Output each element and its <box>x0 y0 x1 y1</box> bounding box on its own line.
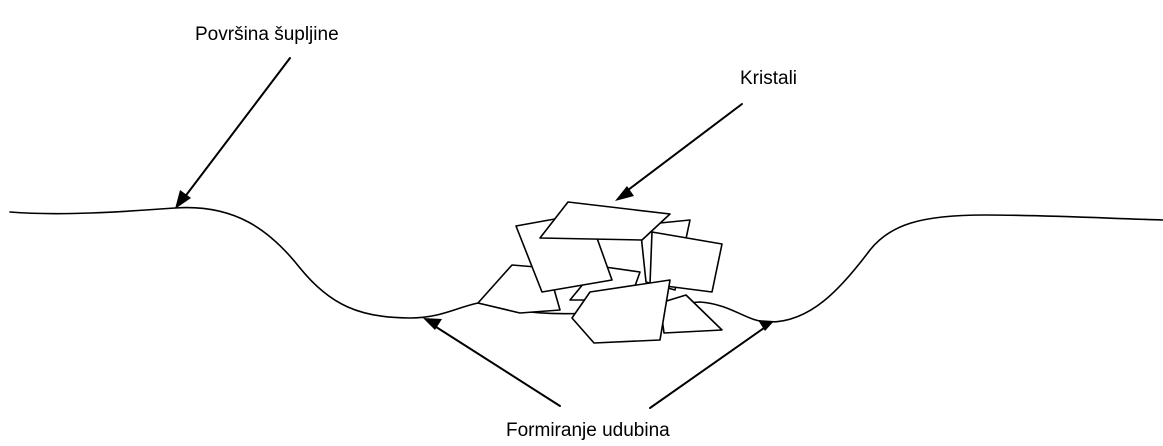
arrow-crystals <box>623 103 743 194</box>
arrowhead-pit-right <box>758 320 774 331</box>
arrowhead-surface <box>175 190 191 209</box>
label-pit-formation: Formiranje udubina <box>506 420 670 441</box>
arrowhead-pit-left <box>423 318 442 330</box>
arrow-pit-right <box>649 327 765 409</box>
label-cavity-surface: Površina šupljine <box>195 24 339 45</box>
label-crystals: Kristali <box>740 68 797 89</box>
crystal-right-rect <box>649 231 723 293</box>
crystal-base-right <box>659 294 723 334</box>
arrowhead-crystals <box>615 186 634 201</box>
arrow-pit-left <box>432 324 561 407</box>
arrow-surface <box>183 57 291 199</box>
crystal-top-plate <box>539 201 671 241</box>
crystal-front-bottom <box>571 279 671 344</box>
